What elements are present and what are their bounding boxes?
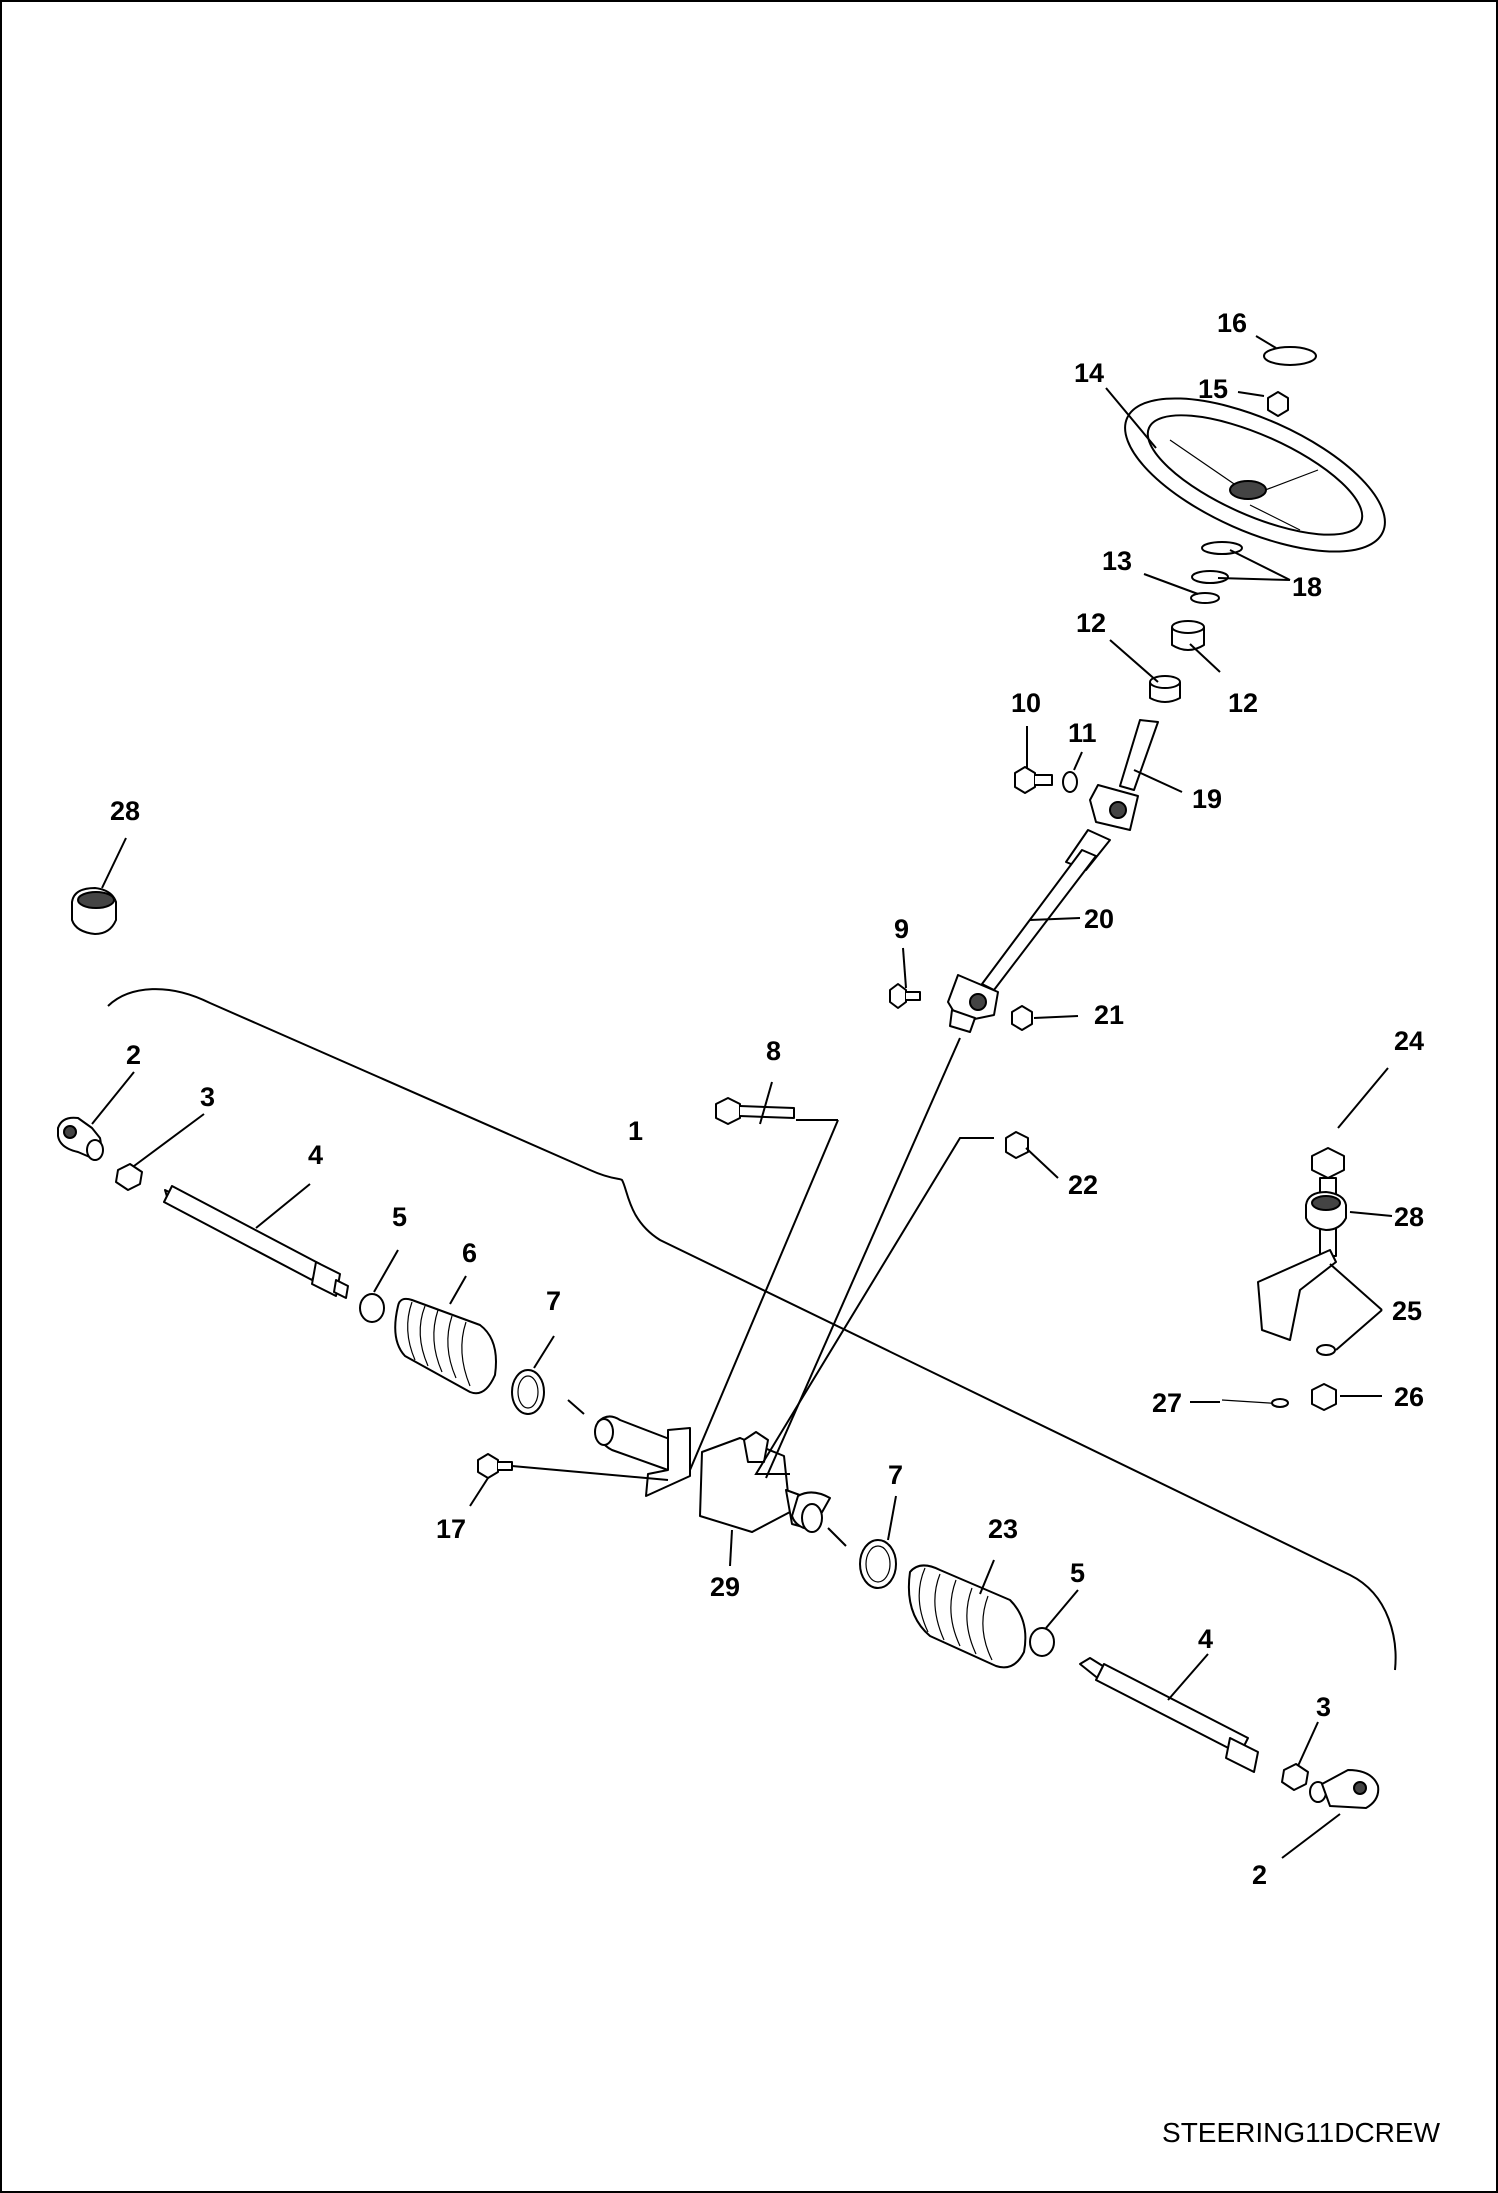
callout-12-lower: 12 xyxy=(1228,688,1258,718)
callout-11: 11 xyxy=(1068,718,1097,748)
callout-13: 13 xyxy=(1102,546,1132,576)
callout-18: 18 xyxy=(1292,572,1322,602)
callout-28-left: 28 xyxy=(110,796,140,826)
callout-27: 27 xyxy=(1152,1388,1182,1418)
assembly-bracket xyxy=(107,988,1397,1671)
jam-nut-right-part xyxy=(1281,1763,1309,1791)
callout-2-left: 2 xyxy=(126,1040,141,1070)
lower-bushing-part xyxy=(1149,675,1181,703)
callout-24: 24 xyxy=(1394,1026,1424,1056)
callout-26: 26 xyxy=(1394,1382,1424,1412)
tie-rod-end-left-part xyxy=(57,1116,104,1161)
callout-23: 23 xyxy=(988,1514,1018,1544)
large-clamp-left-part xyxy=(511,1369,545,1415)
callout-5-left: 5 xyxy=(392,1202,407,1232)
steering-shaft-part xyxy=(947,719,1159,1033)
callout-15: 15 xyxy=(1198,374,1228,404)
callout-10: 10 xyxy=(1011,688,1041,718)
callout-22: 22 xyxy=(1068,1170,1098,1200)
large-clamp-right-part xyxy=(859,1539,897,1589)
callout-7-left: 7 xyxy=(546,1286,561,1316)
callout-16: 16 xyxy=(1217,308,1247,338)
upper-bushing-part xyxy=(1171,620,1205,651)
nut-21-part xyxy=(1011,1005,1033,1031)
callout-21: 21 xyxy=(1094,1000,1124,1030)
callout-2-right: 2 xyxy=(1252,1860,1267,1890)
callout-25: 25 xyxy=(1392,1296,1422,1326)
rack-housing-part xyxy=(594,1415,831,1533)
callout-19: 19 xyxy=(1192,784,1222,814)
callout-14: 14 xyxy=(1074,358,1104,388)
callout-3-right: 3 xyxy=(1316,1692,1331,1722)
castle-nut-part xyxy=(1311,1383,1337,1411)
callout-28-right: 28 xyxy=(1394,1202,1424,1232)
steering-wheel-nut-part xyxy=(1267,391,1289,417)
cotter-pin-part xyxy=(1221,1398,1289,1408)
steering-wheel-part xyxy=(1124,397,1386,553)
callout-4-left: 4 xyxy=(308,1140,323,1170)
nut-22-part xyxy=(1005,1131,1029,1159)
callout-9: 9 xyxy=(894,914,909,944)
callout-5-right: 5 xyxy=(1070,1558,1085,1588)
bolt-17-part xyxy=(477,1453,513,1479)
boot-right-part xyxy=(907,1564,1027,1669)
jam-nut-left-part xyxy=(115,1163,143,1191)
tie-rod-left-part xyxy=(163,1185,349,1299)
callout-12-upper: 12 xyxy=(1076,608,1106,638)
bolt-8-part xyxy=(715,1097,795,1125)
callout-6: 6 xyxy=(462,1238,477,1268)
callout-17: 17 xyxy=(436,1514,466,1544)
mount-cushion-right-part xyxy=(1305,1191,1347,1231)
tie-rod-right-part xyxy=(1079,1657,1259,1773)
callout-labels: 16 14 15 13 18 12 12 10 11 19 28 20 9 21… xyxy=(110,308,1424,1890)
callout-7-right: 7 xyxy=(888,1460,903,1490)
leader-lines xyxy=(91,335,1393,1859)
callout-1: 1 xyxy=(628,1116,643,1146)
bolt-9-part xyxy=(889,983,921,1009)
mount-cushion-left-part xyxy=(71,887,117,935)
washer-11-part xyxy=(1062,771,1078,793)
mount-bracket-part xyxy=(1257,1249,1337,1356)
bolt-10-part xyxy=(1014,766,1053,794)
callout-3-left: 3 xyxy=(200,1082,215,1112)
clamp-right-part xyxy=(1029,1627,1055,1657)
clamp-left-part xyxy=(359,1293,385,1323)
callout-29: 29 xyxy=(710,1572,740,1602)
drawing-id: STEERING11DCREW xyxy=(1162,2117,1441,2148)
callout-8: 8 xyxy=(766,1036,781,1066)
callout-4-right: 4 xyxy=(1198,1624,1213,1654)
boot-left-part xyxy=(394,1297,497,1395)
callout-20: 20 xyxy=(1084,904,1114,934)
tie-rod-end-right-part xyxy=(1309,1769,1380,1809)
horn-cap-part xyxy=(1263,346,1317,366)
